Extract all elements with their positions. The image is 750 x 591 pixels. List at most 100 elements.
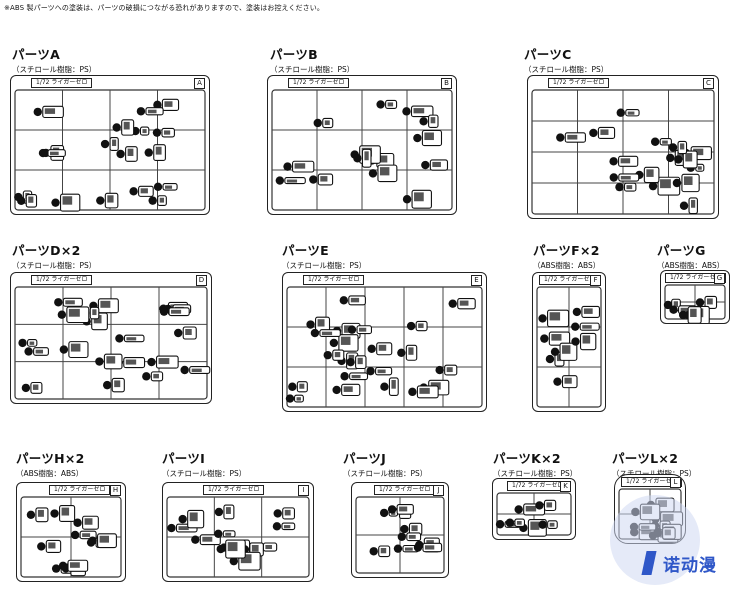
parts-group-k: パーツK×2 （スチロール樹脂：PS） [493, 448, 577, 479]
runner-b: 1/72 ライガーゼロ B [267, 75, 457, 215]
runner-letter: J [433, 485, 444, 496]
part-number-marker [58, 561, 68, 571]
part-number-marker [54, 298, 63, 307]
part-number-marker [538, 520, 547, 529]
part-number-marker [668, 143, 678, 152]
runner-k: 1/72 ライガーゼロ K [492, 478, 576, 540]
part-number-marker [435, 365, 444, 375]
runner-c: 1/72 ライガーゼロ C [527, 75, 719, 219]
part-number-marker [379, 508, 389, 518]
part-number-marker [306, 320, 315, 329]
parts-group-c: パーツC （スチロール樹脂：PS） [524, 44, 608, 75]
group-title: パーツI [162, 451, 206, 466]
part-number-marker [615, 182, 624, 192]
part-number-marker [347, 325, 357, 334]
part-number-marker [669, 305, 678, 314]
runner-letter: K [560, 481, 571, 492]
part-number-marker [148, 196, 157, 205]
group-title: パーツB [270, 47, 318, 62]
part-number-marker [550, 347, 560, 357]
runner-label: 1/72 ライガーゼロ [665, 273, 727, 283]
group-title: パーツD×2 [12, 243, 81, 258]
caution-note: ※ABS 製パーツへの塗装は、パーツの破損につながる恐れがありますので、塗装はお… [4, 4, 324, 12]
part-number-marker [51, 564, 61, 573]
part-number-marker [400, 524, 409, 534]
part-number-marker [112, 123, 121, 132]
runner-letter: L [670, 477, 681, 488]
part-number-marker [178, 514, 187, 524]
group-material: （スチロール樹脂：PS） [162, 469, 247, 478]
part-number-marker [309, 175, 318, 184]
part-number-marker [346, 357, 355, 367]
runner-letter: A [194, 78, 205, 89]
part-number-marker [116, 149, 125, 159]
group-material: （スチロール樹脂：PS） [493, 469, 578, 478]
part-number-marker [38, 148, 48, 158]
part-number-marker [229, 556, 239, 566]
sprue-drawing [14, 286, 211, 400]
part-number-marker [100, 139, 110, 149]
part-number-marker [571, 322, 580, 331]
group-title: パーツC [524, 47, 572, 62]
part-number-marker [136, 107, 146, 116]
part-number-marker [695, 298, 705, 307]
part-number-marker [37, 542, 46, 551]
runner-label: 1/72 ライガーゼロ [31, 275, 93, 285]
part-number-marker [648, 181, 658, 191]
part-number-marker [339, 296, 349, 305]
part-number-marker [26, 510, 36, 520]
sprue-drawing [536, 286, 602, 408]
runner-label: 1/72 ライガーゼロ [31, 78, 93, 88]
runner-g: 1/72 ライガーゼロ G [660, 270, 730, 324]
part-number-marker [21, 383, 31, 393]
part-number-marker [153, 100, 162, 110]
part-number-marker [33, 107, 42, 117]
part-number-marker [153, 182, 163, 191]
part-number-marker [18, 338, 27, 348]
part-number-marker [367, 344, 376, 353]
parts-group-l: パーツL×2 （スチロール樹脂：PS） [612, 448, 696, 479]
part-number-marker [283, 162, 292, 171]
part-number-marker [353, 154, 362, 163]
part-number-marker [545, 354, 555, 364]
part-number-marker [214, 507, 224, 517]
part-number-marker [368, 169, 378, 178]
group-material: （スチロール樹脂：PS） [282, 261, 367, 270]
part-number-marker [214, 529, 223, 539]
part-number-marker [397, 348, 406, 358]
part-number-marker [273, 509, 282, 518]
part-number-marker [609, 173, 618, 182]
group-material: （スチロール樹脂：PS） [270, 65, 355, 74]
group-title: パーツL×2 [612, 451, 679, 466]
part-number-marker [376, 100, 385, 109]
part-number-marker [408, 387, 417, 397]
part-number-marker [323, 350, 332, 360]
part-number-marker [159, 307, 169, 316]
part-number-marker [448, 299, 457, 308]
part-number-marker [340, 372, 349, 381]
part-number-marker [57, 310, 67, 319]
part-number-marker [421, 160, 430, 170]
sprue-drawing [355, 496, 445, 574]
group-material: （ABS樹脂：ABS） [657, 261, 725, 270]
part-number-marker [538, 314, 547, 323]
sprue-drawing [531, 89, 715, 215]
part-number-marker [650, 137, 660, 146]
group-material: （スチロール樹脂：PS） [343, 469, 428, 478]
part-number-marker [216, 544, 225, 554]
runner-label: 1/72 ライガーゼロ [303, 275, 365, 285]
part-number-marker [310, 328, 320, 338]
runner-label: 1/72 ライガーゼロ [288, 78, 350, 88]
part-number-marker [288, 382, 297, 391]
part-number-marker [672, 178, 682, 188]
part-number-marker [115, 334, 124, 343]
part-number-marker [413, 543, 423, 552]
sprue-drawing [495, 492, 572, 537]
part-number-marker [96, 196, 105, 205]
part-number-marker [413, 133, 422, 143]
part-number-marker [553, 377, 562, 386]
part-number-marker [329, 338, 339, 348]
parts-group-d: パーツD×2 （スチロール樹脂：PS） [12, 240, 96, 271]
part-number-marker [59, 345, 69, 354]
part-number-marker [51, 198, 60, 207]
